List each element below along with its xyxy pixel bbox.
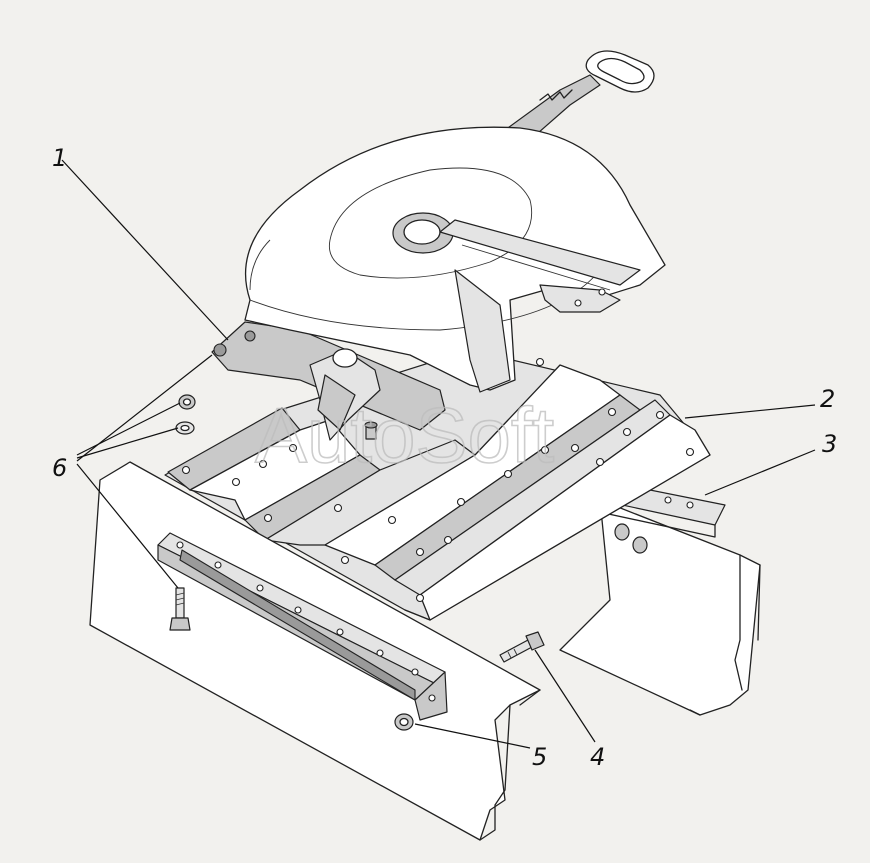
nut-upper xyxy=(178,394,196,410)
callout-6: 6 xyxy=(52,454,67,482)
watermark-text: AutoSoft xyxy=(255,391,555,479)
callout-2: 2 xyxy=(820,385,835,413)
frame-rail-right xyxy=(559,499,761,716)
nut-lower xyxy=(394,713,414,731)
mounting-plate xyxy=(164,349,711,621)
leader-lines xyxy=(61,159,816,749)
mounting-bracket-left xyxy=(157,532,448,721)
washer xyxy=(175,421,195,435)
bolt-left xyxy=(169,587,191,631)
callout-1: 1 xyxy=(52,144,67,172)
bolt-right xyxy=(499,631,545,663)
bolt-center xyxy=(364,421,378,440)
callout-3: 3 xyxy=(822,430,837,458)
callout-4: 4 xyxy=(590,743,605,771)
fifth-wheel-coupling xyxy=(211,50,666,441)
callout-5: 5 xyxy=(532,743,547,771)
